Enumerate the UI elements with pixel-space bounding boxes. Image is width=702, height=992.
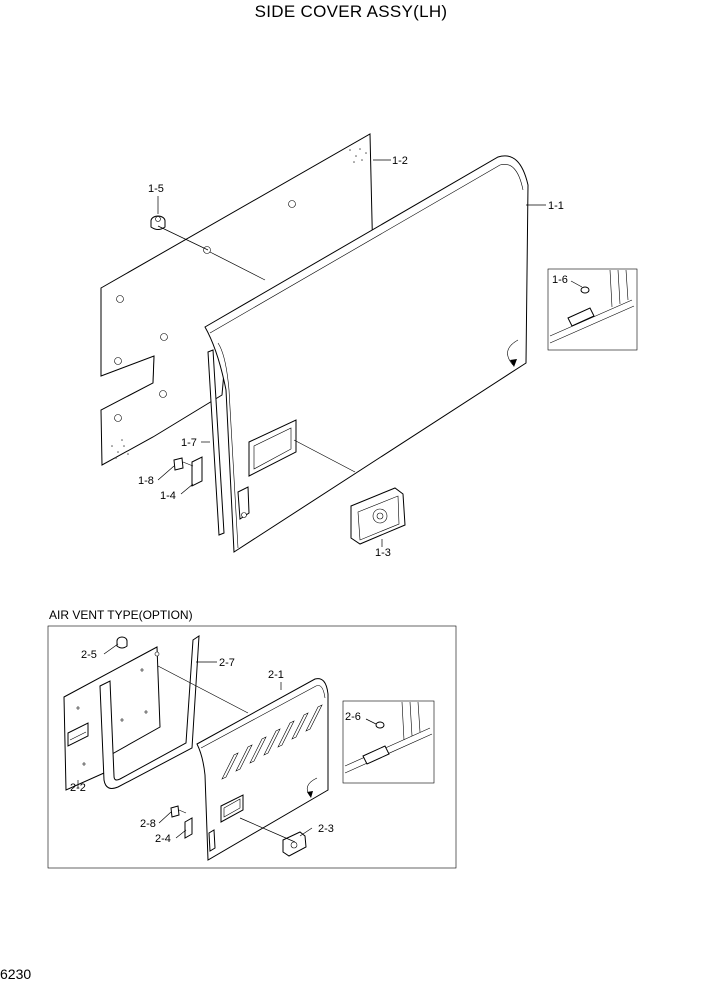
- callout-2-8: 2-8: [140, 818, 156, 830]
- callout-2-3: 2-3: [318, 823, 334, 835]
- inner-panel-1-2: [100, 133, 374, 466]
- striker-2-4: [184, 817, 193, 839]
- callout-1-5: 1-5: [148, 183, 164, 195]
- bolt-2-8: [170, 805, 187, 818]
- detail-box-2-6: [342, 700, 435, 784]
- option-frame: [47, 625, 457, 869]
- callout-1-7: 1-7: [181, 437, 197, 449]
- bumper-1-5: [150, 215, 166, 230]
- bumper-2-5: [116, 636, 128, 649]
- callout-1-8: 1-8: [138, 475, 154, 487]
- bolt-1-8: [173, 457, 194, 471]
- callout-2-2: 2-2: [70, 782, 86, 794]
- callout-1-6: 1-6: [552, 274, 568, 286]
- callout-2-6: 2-6: [345, 711, 361, 723]
- section-label: AIR VENT TYPE(OPTION): [49, 608, 193, 622]
- seal-2-7: [99, 635, 200, 789]
- detail-box-1-6: [547, 268, 638, 351]
- leader-lines-bottom: [77, 643, 377, 843]
- callout-1-3: 1-3: [375, 547, 391, 559]
- callout-2-7: 2-7: [219, 657, 235, 669]
- leader-lines-top: [157, 159, 583, 547]
- callout-1-4: 1-4: [160, 490, 176, 502]
- page-number: 6230: [0, 966, 32, 982]
- callout-2-4: 2-4: [155, 833, 171, 845]
- side-cover-1-1: [204, 155, 529, 553]
- side-cover-2-1: [196, 678, 329, 861]
- striker-1-4: [191, 456, 203, 487]
- callout-2-1: 2-1: [268, 669, 284, 681]
- lock-1-3: [350, 487, 406, 545]
- seal-1-7: [207, 349, 225, 536]
- callout-1-1: 1-1: [548, 200, 564, 212]
- lock-2-3: [282, 831, 307, 857]
- callout-2-5: 2-5: [81, 649, 97, 661]
- page-title: SIDE COVER ASSY(LH): [254, 2, 448, 21]
- callout-1-2: 1-2: [392, 155, 408, 167]
